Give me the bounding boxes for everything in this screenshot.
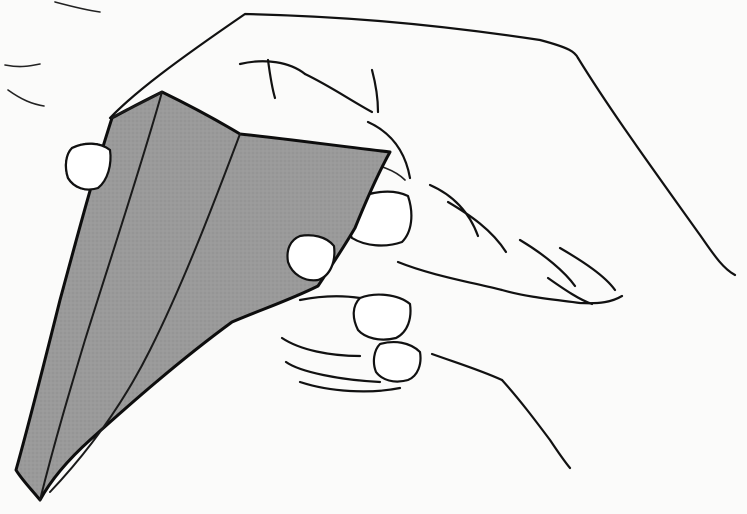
sketch-stroke-marks	[5, 2, 100, 106]
